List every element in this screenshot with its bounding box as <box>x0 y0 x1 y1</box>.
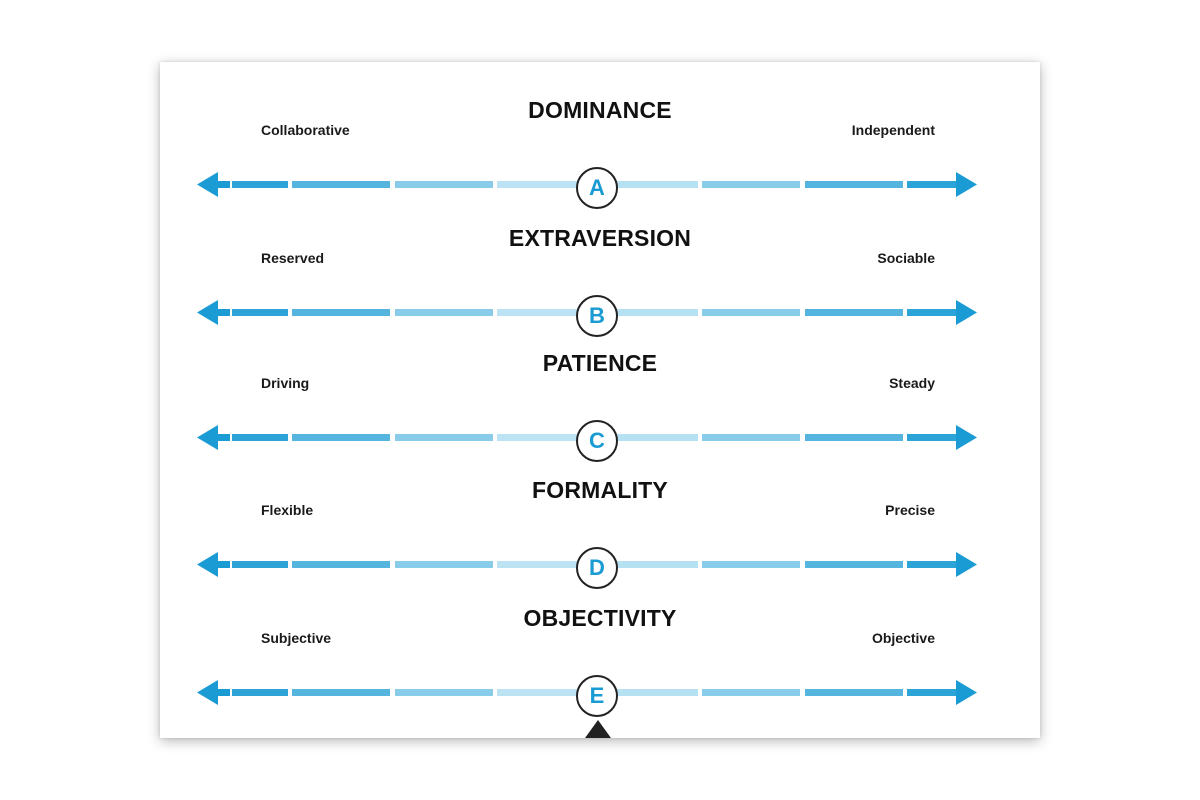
double-arrow-icon <box>197 425 977 450</box>
arrow-segment <box>497 181 595 188</box>
left-pole-label: Collaborative <box>261 122 350 138</box>
arrow-stem-left <box>216 689 230 696</box>
scale-marker: A <box>576 167 618 209</box>
arrow-head-right <box>956 425 977 450</box>
arrow-segment <box>805 434 903 441</box>
arrow-segment <box>702 689 800 696</box>
scale-formality: FORMALITY Flexible Precise D <box>160 477 1040 589</box>
arrow-segment <box>702 561 800 568</box>
left-pole-label: Driving <box>261 375 310 391</box>
scale-title: DOMINANCE <box>528 97 672 123</box>
arrow-stem-left <box>216 181 230 188</box>
arrow-segment <box>232 689 288 696</box>
diagram-card: DOMINANCE Collaborative Independent A EX… <box>160 62 1040 738</box>
scale-title: PATIENCE <box>542 350 658 376</box>
arrow-segment <box>615 181 698 188</box>
left-pole-label: Subjective <box>261 630 332 646</box>
arrow-segment <box>615 689 698 696</box>
scale-extraversion: EXTRAVERSION Reserved Sociable B <box>160 225 1040 337</box>
arrow-segment <box>292 181 390 188</box>
scale-marker: E <box>576 675 618 717</box>
arrow-segment <box>232 434 288 441</box>
arrow-segment <box>907 309 960 316</box>
arrow-head-left <box>197 300 218 325</box>
right-pole-label: Objective <box>871 630 935 646</box>
double-arrow-icon <box>197 680 977 705</box>
arrow-segment <box>907 181 960 188</box>
right-pole-label: Steady <box>889 375 935 391</box>
scale-patience: PATIENCE Driving Steady C <box>160 350 1040 462</box>
arrow-segment <box>292 309 390 316</box>
right-pole-label: Sociable <box>877 250 935 266</box>
arrow-segment <box>805 561 903 568</box>
arrow-stem-left <box>216 309 230 316</box>
scale-title: EXTRAVERSION <box>508 225 692 251</box>
arrow-segment <box>395 561 493 568</box>
arrow-segment <box>907 689 960 696</box>
arrow-segment <box>907 434 960 441</box>
arrow-segment <box>615 309 698 316</box>
scale-title: OBJECTIVITY <box>523 605 677 631</box>
arrow-segment <box>292 561 390 568</box>
arrow-head-left <box>197 172 218 197</box>
arrow-segment <box>497 689 595 696</box>
arrow-segment <box>395 434 493 441</box>
arrow-segment <box>702 434 800 441</box>
arrow-segment <box>805 689 903 696</box>
right-pole-label: Precise <box>885 502 935 518</box>
arrow-head-left <box>197 552 218 577</box>
double-arrow-icon <box>197 172 977 197</box>
left-pole-label: Flexible <box>261 502 314 518</box>
arrow-segment <box>615 561 698 568</box>
arrow-segment <box>805 181 903 188</box>
scale-marker: D <box>576 547 618 589</box>
double-arrow-icon <box>197 300 977 325</box>
triangle-up-icon <box>585 720 611 738</box>
scale-marker: C <box>576 420 618 462</box>
arrow-segment <box>907 561 960 568</box>
arrow-segment <box>702 181 800 188</box>
arrow-segment <box>497 434 595 441</box>
arrow-segment <box>615 434 698 441</box>
arrow-segment <box>497 561 595 568</box>
arrow-segment <box>395 181 493 188</box>
arrow-segment <box>292 434 390 441</box>
arrow-head-right <box>956 680 977 705</box>
arrow-segment <box>232 309 288 316</box>
arrow-head-left <box>197 680 218 705</box>
arrow-segment <box>232 181 288 188</box>
double-arrow-icon <box>197 552 977 577</box>
scale-dominance: DOMINANCE Collaborative Independent A <box>160 97 1040 209</box>
right-pole-label: Independent <box>851 122 935 138</box>
arrow-stem-left <box>216 561 230 568</box>
arrow-segment <box>702 309 800 316</box>
arrow-head-right <box>956 172 977 197</box>
scale-title: FORMALITY <box>532 477 668 503</box>
arrow-segment <box>497 309 595 316</box>
arrow-segment <box>292 689 390 696</box>
scale-marker: B <box>576 295 618 337</box>
scale-objectivity: OBJECTIVITY Subjective Objective E <box>160 605 1040 717</box>
arrow-segment <box>232 561 288 568</box>
arrow-segment <box>395 689 493 696</box>
arrow-head-right <box>956 552 977 577</box>
arrow-segment <box>805 309 903 316</box>
arrow-head-right <box>956 300 977 325</box>
arrow-stem-left <box>216 434 230 441</box>
left-pole-label: Reserved <box>261 250 325 266</box>
arrow-head-left <box>197 425 218 450</box>
arrow-segment <box>395 309 493 316</box>
